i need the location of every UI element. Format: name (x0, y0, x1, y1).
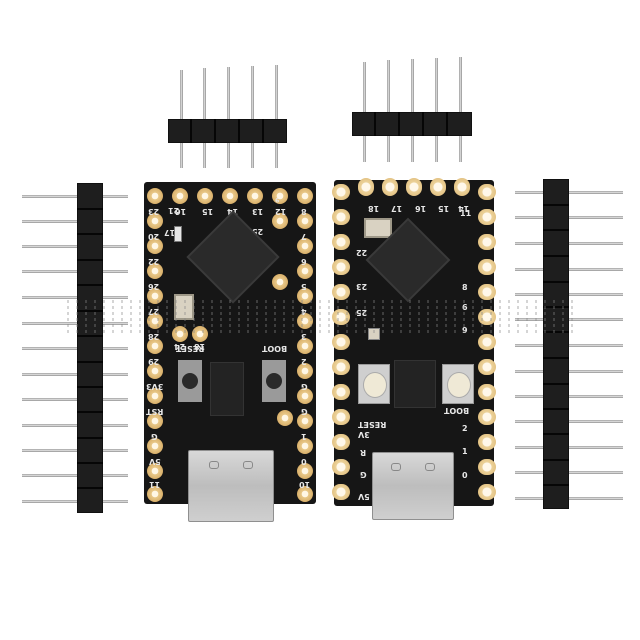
silk-label: 2 (462, 424, 468, 433)
mcu-chip (189, 213, 277, 301)
silk-label: 8 (462, 283, 468, 292)
silk-label: G (301, 382, 308, 391)
silk-label: 23 (148, 207, 160, 216)
silk-label: RST (146, 407, 164, 416)
watermark (64, 300, 574, 336)
silk-label: 20 (148, 232, 160, 241)
silk-label: 8 (301, 207, 307, 216)
silk-label: G (360, 470, 367, 479)
silk-label: 17 (391, 204, 403, 213)
reset-button-label: RESET (176, 344, 205, 353)
silk-label: 26 (148, 282, 160, 291)
silk-label: 23 (356, 282, 368, 291)
silk-label: 5 (301, 282, 307, 291)
silk-label: 7 (301, 232, 307, 241)
silk-label: 3V3 (146, 382, 164, 391)
silk-label: 22 (148, 257, 160, 266)
silk-label: 11 (460, 209, 472, 218)
crystal-oscillator (364, 218, 392, 238)
silk-label: 5V (358, 492, 370, 501)
reset-button[interactable] (178, 360, 202, 402)
silk-label: 11 (149, 480, 161, 489)
boot-button[interactable] (262, 360, 286, 402)
boot-button-label: BOOT (262, 344, 288, 353)
dev-board-right: 18 17 16 15 14 22 23 25 RESET 3V R G 5V … (332, 178, 496, 520)
silk-label: 6 (301, 257, 307, 266)
boot-button[interactable] (442, 364, 474, 404)
silk-label: G (301, 407, 308, 416)
silk-label: RESET (358, 420, 387, 429)
silk-label: 9 (462, 326, 468, 335)
flash-ic (210, 362, 244, 416)
crystal-oscillator (174, 294, 194, 320)
silk-label: 16 (415, 204, 427, 213)
usb-c-connector[interactable] (372, 452, 454, 520)
silk-label: 16 (175, 207, 187, 216)
silk-label: 13 (252, 207, 264, 216)
silk-label: 18 (368, 204, 380, 213)
silk-label: 3V (358, 430, 370, 439)
silk-label: 6 (462, 303, 468, 312)
silk-label: 29 (148, 357, 160, 366)
silk-label: 15 (202, 207, 214, 216)
capacitor (368, 328, 380, 340)
silk-label: 12 (275, 207, 287, 216)
led (174, 226, 182, 242)
silk-label: 22 (356, 248, 368, 257)
flash-ic (394, 360, 436, 408)
dev-board-left: 21 16 15 14 13 12 23 20 22 26 27 28 29 3… (144, 182, 316, 522)
silk-label: 0 (462, 471, 468, 480)
boot-button-label: BOOT (444, 406, 470, 415)
reset-button[interactable] (358, 364, 390, 404)
silk-label: 9 (275, 196, 280, 203)
silk-label: 2 (301, 357, 307, 366)
silk-label: 15 (438, 204, 450, 213)
silk-label: 10 (299, 480, 311, 489)
silk-label: 5V (149, 457, 161, 466)
silk-label: 1 (301, 432, 307, 441)
silk-label: G (151, 432, 158, 441)
usb-c-connector[interactable] (188, 450, 274, 522)
silk-label: R (360, 448, 367, 457)
silk-label: 0 (301, 457, 307, 466)
silk-label: 1 (462, 447, 468, 456)
